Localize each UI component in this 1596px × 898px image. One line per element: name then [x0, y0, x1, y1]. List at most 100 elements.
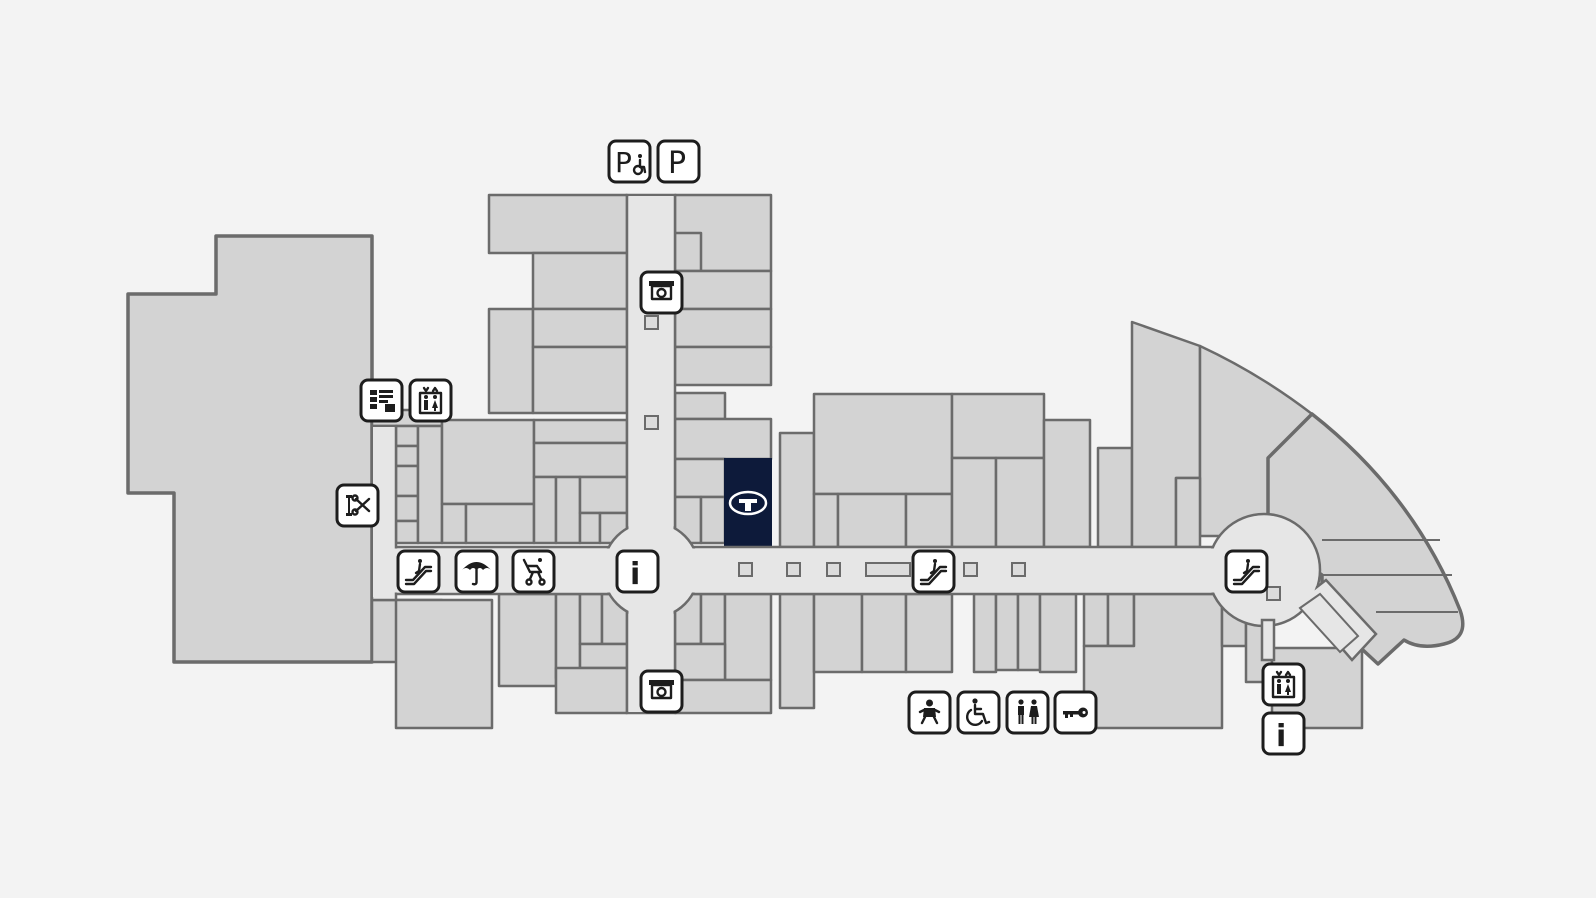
- store-unit[interactable]: [812, 492, 840, 549]
- kiosk[interactable]: [826, 562, 841, 577]
- store-unit[interactable]: [497, 592, 558, 688]
- lift-icon[interactable]: [1261, 662, 1306, 707]
- store-unit[interactable]: [673, 391, 727, 421]
- store-unit[interactable]: [1016, 592, 1042, 672]
- store-unit[interactable]: [554, 475, 582, 545]
- parking-icon[interactable]: P: [656, 139, 701, 184]
- telstra-logo-icon: [728, 490, 768, 516]
- toilets-icon[interactable]: [1005, 690, 1050, 735]
- kiosk[interactable]: [786, 562, 801, 577]
- store-unit[interactable]: [487, 193, 629, 255]
- store-unit[interactable]: [532, 475, 558, 545]
- store-unit[interactable]: [394, 494, 420, 523]
- store-unit[interactable]: [1082, 592, 1110, 648]
- store-unit[interactable]: [578, 642, 629, 670]
- kiosk[interactable]: [644, 315, 659, 330]
- store-unit[interactable]: [972, 592, 998, 674]
- store-unit[interactable]: [554, 666, 629, 715]
- store-unit[interactable]: [440, 418, 536, 506]
- kiosk[interactable]: [738, 562, 753, 577]
- store-unit[interactable]: [1038, 592, 1078, 674]
- escalator-icon[interactable]: [911, 549, 956, 594]
- store-unit[interactable]: [673, 345, 773, 387]
- kiosk[interactable]: [644, 415, 659, 430]
- store-unit[interactable]: [673, 457, 727, 499]
- south-central-units: [497, 592, 773, 715]
- atm-icon[interactable]: [639, 270, 684, 315]
- store-unit[interactable]: [778, 431, 816, 549]
- central-east-south-units: [778, 592, 1078, 710]
- west-units: [370, 408, 536, 730]
- atm-icon[interactable]: [639, 669, 684, 714]
- store-unit[interactable]: [673, 231, 703, 273]
- store-unit[interactable]: [994, 456, 1046, 549]
- accessible-parking-icon[interactable]: P: [607, 139, 652, 184]
- store-unit[interactable]: [836, 492, 908, 549]
- store-unit[interactable]: [860, 592, 908, 674]
- store-unit[interactable]: [904, 492, 954, 549]
- store-unit[interactable]: [578, 475, 629, 515]
- store-unit[interactable]: [699, 592, 727, 646]
- store-unit[interactable]: [394, 444, 420, 468]
- store-unit[interactable]: [1174, 476, 1202, 549]
- kiosks: [644, 315, 1281, 601]
- store-unit[interactable]: [416, 424, 444, 545]
- kiosk[interactable]: [1011, 562, 1026, 577]
- escalator-icon[interactable]: [1224, 549, 1269, 594]
- north-east-units: [673, 193, 773, 545]
- east-units: [1082, 320, 1465, 730]
- information-label: i: [630, 557, 640, 592]
- tailor-icon[interactable]: [335, 483, 380, 528]
- baby-change-icon[interactable]: [907, 690, 952, 735]
- store-unit[interactable]: [994, 592, 1020, 672]
- directory-board-icon[interactable]: [359, 378, 404, 423]
- store-unit[interactable]: [1042, 418, 1092, 549]
- store-unit[interactable]: [904, 592, 954, 674]
- kiosk[interactable]: [1266, 586, 1281, 601]
- store-unit[interactable]: [673, 269, 773, 311]
- store-unit[interactable]: [578, 592, 604, 646]
- escalator-icon[interactable]: [396, 549, 441, 594]
- store-unit[interactable]: [532, 441, 629, 479]
- lift-icon[interactable]: [408, 378, 453, 423]
- information-icon[interactable]: i: [1261, 711, 1306, 756]
- store-unit[interactable]: [440, 502, 468, 545]
- umbrella-icon[interactable]: [454, 549, 499, 594]
- store-unit[interactable]: [812, 592, 864, 674]
- key-cutting-icon[interactable]: [1053, 690, 1098, 735]
- accessible-parking-label: P: [615, 146, 632, 179]
- store-unit[interactable]: [812, 392, 954, 496]
- store-unit[interactable]: [673, 678, 773, 715]
- store-unit[interactable]: [950, 456, 998, 549]
- store-unit[interactable]: [394, 519, 420, 545]
- store-unit[interactable]: [1096, 446, 1134, 549]
- store-unit[interactable]: [394, 464, 420, 498]
- kiosk[interactable]: [963, 562, 978, 577]
- store-unit[interactable]: [487, 307, 535, 415]
- store-unit[interactable]: [1106, 592, 1136, 648]
- store-unit[interactable]: [578, 511, 602, 545]
- store-unit[interactable]: [554, 592, 582, 680]
- store-unit[interactable]: [673, 417, 773, 461]
- store-unit[interactable]: [394, 598, 494, 730]
- store-unit[interactable]: [531, 307, 629, 349]
- store-unit[interactable]: [723, 592, 773, 682]
- store-unit[interactable]: [531, 345, 629, 415]
- central-east-north-units: [778, 392, 1092, 549]
- store-west-anchor[interactable]: [126, 234, 374, 664]
- stroller-hire-icon[interactable]: [511, 549, 556, 594]
- store-unit[interactable]: [464, 502, 536, 545]
- store-unit[interactable]: [532, 418, 629, 445]
- parking-label: P: [668, 146, 686, 181]
- accessible-toilet-icon[interactable]: [956, 690, 1001, 735]
- store-unit[interactable]: [699, 495, 727, 545]
- store-unit[interactable]: [778, 592, 816, 710]
- store-unit[interactable]: [531, 251, 629, 311]
- store-unit[interactable]: [950, 392, 1046, 460]
- kiosk[interactable]: [865, 562, 911, 577]
- north-west-units: [487, 193, 629, 545]
- information-icon[interactable]: i: [615, 549, 660, 594]
- store-unit[interactable]: [673, 307, 773, 349]
- store-unit[interactable]: [394, 424, 420, 448]
